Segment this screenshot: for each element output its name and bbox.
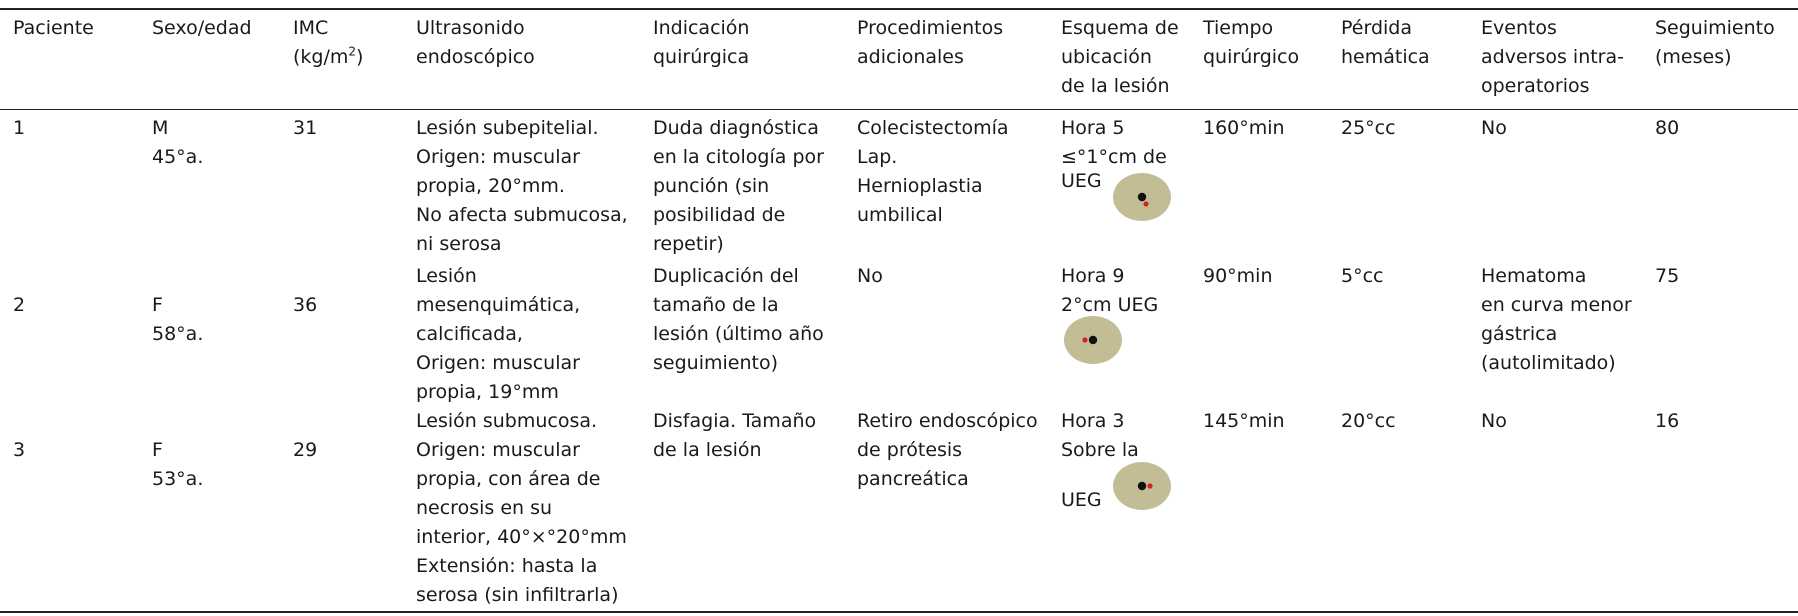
- col-header-procedimientos: Procedimientos adicionales: [857, 17, 1004, 68]
- lesion-location-diagram: [1061, 314, 1125, 366]
- col-header-seguimiento: Seguimiento (meses): [1655, 17, 1775, 68]
- cell-indicacion: Duda diagnóstica en la citología por pun…: [653, 117, 824, 255]
- table-header-rule: [0, 109, 1798, 110]
- cell-esquema: Hora 9 2°cm UEG: [1061, 265, 1159, 316]
- cell-imc: 29: [293, 439, 318, 461]
- cell-procedimientos: No: [857, 265, 883, 287]
- cell-indicacion: Duplicación del tamaño de la lesión (últ…: [653, 265, 824, 374]
- stomach-cross-section-svg: [1064, 316, 1122, 364]
- cell-paciente: 2: [13, 294, 26, 316]
- col-header-esquema: Esquema de ubicación de la lesión: [1061, 17, 1179, 97]
- cell-perdida: 5°cc: [1341, 265, 1384, 287]
- col-header-tiempo: Tiempo quirúrgico: [1203, 17, 1300, 68]
- lesion-marker: [1082, 337, 1088, 343]
- cell-imc: 36: [293, 294, 318, 316]
- cell-eventos: Hematoma en curva menor gástrica (autoli…: [1481, 265, 1632, 374]
- col-header-paciente: Paciente: [13, 17, 94, 39]
- cell-eventos: No: [1481, 117, 1507, 139]
- col-header-imc: IMC (kg/m2): [293, 17, 364, 68]
- stomach-cross-section-svg: [1113, 462, 1171, 510]
- cell-ultrasonido: Lesión subepitelial. Origen: muscular pr…: [416, 117, 628, 255]
- cell-esquema-ueg: UEG: [1061, 489, 1102, 511]
- center-point: [1088, 335, 1098, 345]
- cell-imc: 31: [293, 117, 318, 139]
- cell-esquema: Hora 3 Sobre la: [1061, 410, 1139, 461]
- cell-perdida: 20°cc: [1341, 410, 1396, 432]
- cell-seguimiento: 75: [1655, 265, 1680, 287]
- cell-tiempo: 145°min: [1203, 410, 1285, 432]
- stomach-cross-section-svg: [1113, 173, 1171, 221]
- cell-procedimientos: Colecistectomía Lap. Hernioplastia umbil…: [857, 117, 1009, 226]
- lesion-location-diagram: [1110, 171, 1174, 223]
- cell-paciente: 3: [13, 439, 26, 461]
- col-header-ultrasonido: Ultrasonido endoscópico: [416, 17, 535, 68]
- cell-ultrasonido: Lesión submucosa. Origen: muscular propi…: [416, 410, 627, 606]
- col-header-eventos: Eventos adversos intra- operatorios: [1481, 17, 1624, 97]
- center-point: [1137, 481, 1147, 491]
- cell-eventos: No: [1481, 410, 1507, 432]
- cell-sexo-edad: F 58°a.: [152, 294, 204, 345]
- lesion-marker: [1147, 483, 1153, 489]
- col-header-sexo-edad: Sexo/edad: [152, 17, 252, 39]
- table-bottom-rule: [0, 611, 1798, 613]
- cell-perdida: 25°cc: [1341, 117, 1396, 139]
- cell-ultrasonido: Lesión mesenquimática, calcificada, Orig…: [416, 265, 581, 403]
- lesion-location-diagram: [1110, 460, 1174, 512]
- col-header-perdida: Pérdida hemática: [1341, 17, 1430, 68]
- col-header-indicacion: Indicación quirúrgica: [653, 17, 750, 68]
- cell-tiempo: 160°min: [1203, 117, 1285, 139]
- cell-procedimientos: Retiro endoscópico de prótesis pancreáti…: [857, 410, 1038, 490]
- cell-paciente: 1: [13, 117, 26, 139]
- cell-seguimiento: 16: [1655, 410, 1680, 432]
- cell-indicacion: Disfagia. Tamaño de la lesión: [653, 410, 817, 461]
- cell-esquema-ueg: UEG: [1061, 170, 1102, 192]
- center-point: [1137, 192, 1147, 202]
- cell-sexo-edad: M 45°a.: [152, 117, 204, 168]
- cell-sexo-edad: F 53°a.: [152, 439, 204, 490]
- cell-tiempo: 90°min: [1203, 265, 1273, 287]
- cell-esquema: Hora 5 ≤°1°cm de: [1061, 117, 1167, 168]
- cell-seguimiento: 80: [1655, 117, 1680, 139]
- lesion-marker: [1143, 201, 1149, 207]
- table-top-rule: [0, 8, 1798, 10]
